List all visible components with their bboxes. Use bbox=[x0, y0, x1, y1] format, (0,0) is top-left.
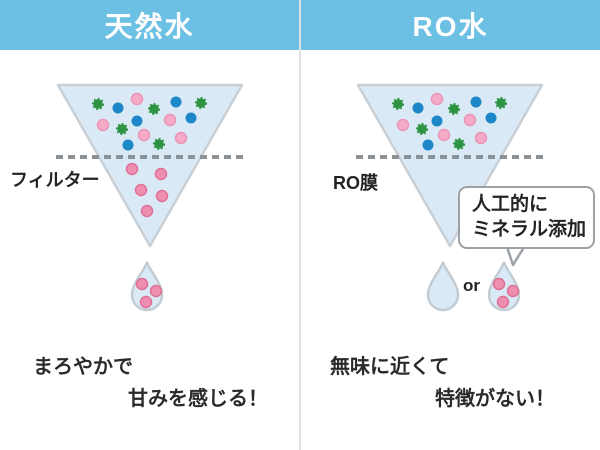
mineral-particle-icon bbox=[463, 113, 477, 127]
ro-water-caption-line2: 特徴がない！ bbox=[435, 388, 555, 410]
mineral-particle-icon bbox=[130, 92, 144, 106]
natural-water-funnel-diagram bbox=[56, 83, 244, 312]
virus-particle-icon bbox=[447, 102, 461, 116]
impurity-particle-icon bbox=[112, 102, 124, 114]
header-natural-water: 天然水 bbox=[0, 0, 299, 50]
mineral-particle-icon bbox=[149, 284, 163, 298]
bubble-line1: 人工的に bbox=[472, 194, 549, 215]
mineral-added-speech-bubble: 人工的に ミネラル添加 bbox=[458, 186, 595, 250]
mineral-particle-icon bbox=[396, 118, 410, 132]
impurity-particle-icon bbox=[131, 115, 143, 127]
virus-particle-icon bbox=[152, 137, 166, 151]
mineral-particle-icon bbox=[139, 295, 153, 309]
virus-particle-icon bbox=[415, 122, 429, 136]
mineral-particle-icon bbox=[506, 284, 520, 298]
mineral-particle-icon bbox=[134, 183, 148, 197]
virus-particle-icon bbox=[194, 96, 208, 110]
mineral-particle-icon bbox=[96, 118, 110, 132]
bubble-line2: ミネラル添加 bbox=[472, 219, 587, 241]
ro-water-panel: RO膜 人工的に ミネラル添加 or 無味に近くて 特徴がない！ bbox=[300, 50, 600, 450]
natural-water-caption-line1: まろやかで bbox=[33, 356, 133, 378]
natural-water-title: 天然水 bbox=[104, 11, 195, 42]
virus-particle-icon bbox=[91, 97, 105, 111]
mineral-particle-icon bbox=[140, 204, 154, 218]
impurity-particle-icon bbox=[422, 139, 434, 151]
virus-particle-icon bbox=[494, 96, 508, 110]
header-ro-water: RO水 bbox=[301, 0, 600, 50]
mineral-particle-icon bbox=[125, 162, 139, 176]
mineral-particle-icon bbox=[474, 131, 488, 145]
mineral-particle-icon bbox=[137, 128, 151, 142]
impurity-particle-icon bbox=[170, 96, 182, 108]
natural-water-caption-line2: 甘みを感じる！ bbox=[128, 388, 268, 410]
impurity-particle-icon bbox=[470, 96, 482, 108]
virus-particle-icon bbox=[391, 97, 405, 111]
mineral-particle-icon bbox=[174, 131, 188, 145]
mineral-particle-icon bbox=[154, 167, 168, 181]
or-label: or bbox=[463, 276, 480, 295]
virus-particle-icon bbox=[147, 102, 161, 116]
natural-water-panel: フィルター まろやかで 甘みを感じる！ bbox=[0, 50, 300, 450]
mineral-particle-icon bbox=[135, 277, 149, 291]
mineral-particle-icon bbox=[430, 92, 444, 106]
impurity-particle-icon bbox=[122, 139, 134, 151]
mineral-particle-icon bbox=[492, 277, 506, 291]
mineral-particle-icon bbox=[496, 295, 510, 309]
mineral-particle-icon bbox=[155, 189, 169, 203]
mineral-particle-icon bbox=[437, 128, 451, 142]
water-drop-icon bbox=[426, 261, 460, 312]
impurity-particle-icon bbox=[485, 112, 497, 124]
virus-particle-icon bbox=[452, 137, 466, 151]
mineral-particle-icon bbox=[163, 113, 177, 127]
ro-water-funnel-diagram bbox=[356, 83, 544, 312]
virus-particle-icon bbox=[115, 122, 129, 136]
impurity-particle-icon bbox=[412, 102, 424, 114]
ro-membrane-label: RO膜 bbox=[333, 173, 378, 193]
column-divider bbox=[299, 0, 301, 450]
filter-label: フィルター bbox=[10, 170, 100, 190]
ro-water-caption-line1: 無味に近くて bbox=[330, 356, 450, 378]
ro-water-title: RO水 bbox=[412, 11, 489, 42]
impurity-particle-icon bbox=[431, 115, 443, 127]
impurity-particle-icon bbox=[185, 112, 197, 124]
